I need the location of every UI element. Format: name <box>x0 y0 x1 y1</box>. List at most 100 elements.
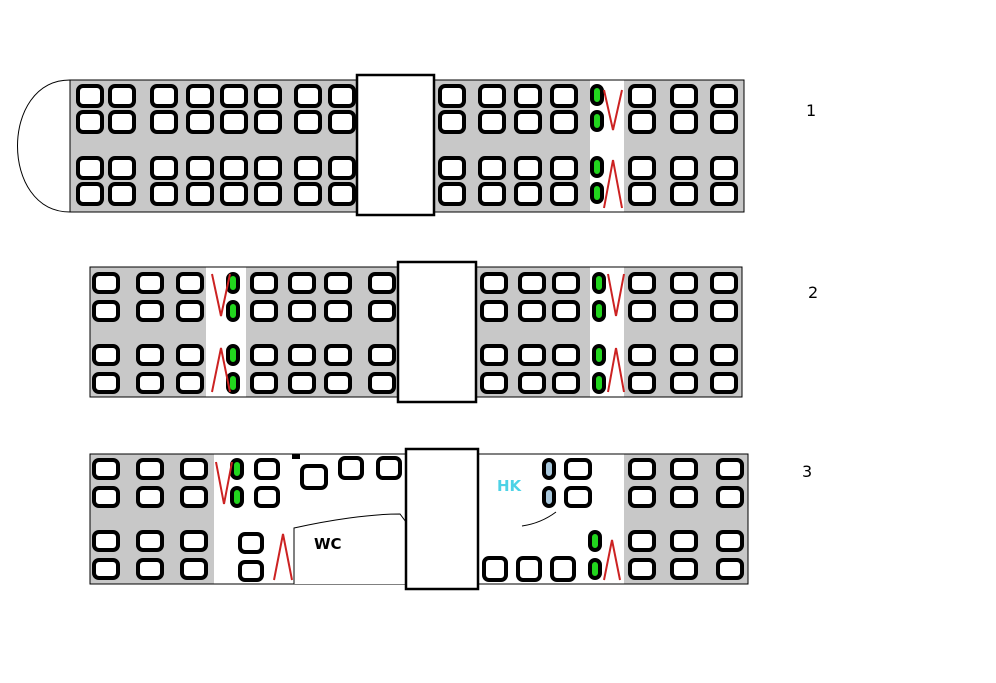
seat <box>670 372 698 394</box>
seat <box>480 300 508 322</box>
seat <box>180 558 208 580</box>
seat <box>628 182 656 206</box>
seat <box>92 458 120 480</box>
seat <box>628 300 656 322</box>
seat <box>250 272 278 294</box>
luggage-rack <box>211 273 231 317</box>
seat <box>328 156 356 180</box>
seat <box>376 456 402 480</box>
seat <box>550 156 578 180</box>
hk-label: HK <box>497 477 523 495</box>
seat <box>716 458 744 480</box>
seat <box>518 344 546 366</box>
seat <box>136 530 164 552</box>
seat <box>518 300 546 322</box>
seat <box>294 110 322 134</box>
seat <box>670 344 698 366</box>
seat <box>180 530 208 552</box>
seat <box>254 182 282 206</box>
seat <box>628 558 656 580</box>
seat <box>670 272 698 294</box>
seat <box>552 372 580 394</box>
seat <box>186 182 214 206</box>
seat <box>254 486 280 508</box>
seat <box>710 182 738 206</box>
seat <box>230 458 244 480</box>
car-1: 1 <box>17 73 816 217</box>
seat <box>220 182 248 206</box>
seat <box>254 156 282 180</box>
seat <box>150 110 178 134</box>
seat <box>76 182 104 206</box>
seat <box>220 84 248 108</box>
seat <box>136 458 164 480</box>
seat <box>250 344 278 366</box>
seat <box>542 458 556 480</box>
seat <box>176 372 204 394</box>
seat <box>670 84 698 108</box>
seat <box>324 372 352 394</box>
seat <box>368 344 396 366</box>
luggage-rack <box>273 533 293 581</box>
seat <box>514 182 542 206</box>
seat <box>628 372 656 394</box>
seat <box>288 372 316 394</box>
seat <box>150 84 178 108</box>
seat <box>592 372 606 394</box>
seat <box>92 372 120 394</box>
car-1-vestibule <box>355 73 436 217</box>
seat <box>550 84 578 108</box>
seat <box>328 182 356 206</box>
seat <box>238 560 264 582</box>
seat <box>92 344 120 366</box>
seat <box>226 300 240 322</box>
seat <box>150 182 178 206</box>
seat <box>518 372 546 394</box>
seat <box>186 84 214 108</box>
seat <box>628 272 656 294</box>
seat <box>670 156 698 180</box>
seat <box>92 558 120 580</box>
seat <box>368 272 396 294</box>
seat <box>564 486 592 508</box>
seat <box>552 344 580 366</box>
seat <box>294 84 322 108</box>
luggage-rack <box>607 347 625 393</box>
seat <box>230 486 244 508</box>
seat <box>328 110 356 134</box>
seat <box>76 84 104 108</box>
seat <box>226 344 240 366</box>
seat <box>628 530 656 552</box>
seat <box>478 110 506 134</box>
hk-room-door <box>521 511 557 527</box>
seat <box>368 372 396 394</box>
seat <box>710 372 738 394</box>
seat <box>176 300 204 322</box>
seat <box>564 458 592 480</box>
seat <box>550 556 576 582</box>
seat <box>108 110 136 134</box>
seat <box>294 182 322 206</box>
seat <box>250 372 278 394</box>
seat <box>628 486 656 508</box>
seat <box>588 530 602 552</box>
seat <box>324 344 352 366</box>
seat <box>478 156 506 180</box>
seat <box>550 110 578 134</box>
seat <box>288 300 316 322</box>
seat <box>176 344 204 366</box>
seat <box>186 110 214 134</box>
luggage-rack <box>215 461 233 505</box>
seat <box>514 156 542 180</box>
seat <box>716 558 744 580</box>
seat <box>92 300 120 322</box>
seat <box>108 182 136 206</box>
seat <box>628 458 656 480</box>
seat <box>92 530 120 552</box>
car-2-vestibule <box>396 260 478 404</box>
seat <box>518 272 546 294</box>
luggage-rack <box>211 347 231 393</box>
seat <box>478 84 506 108</box>
seat <box>710 344 738 366</box>
